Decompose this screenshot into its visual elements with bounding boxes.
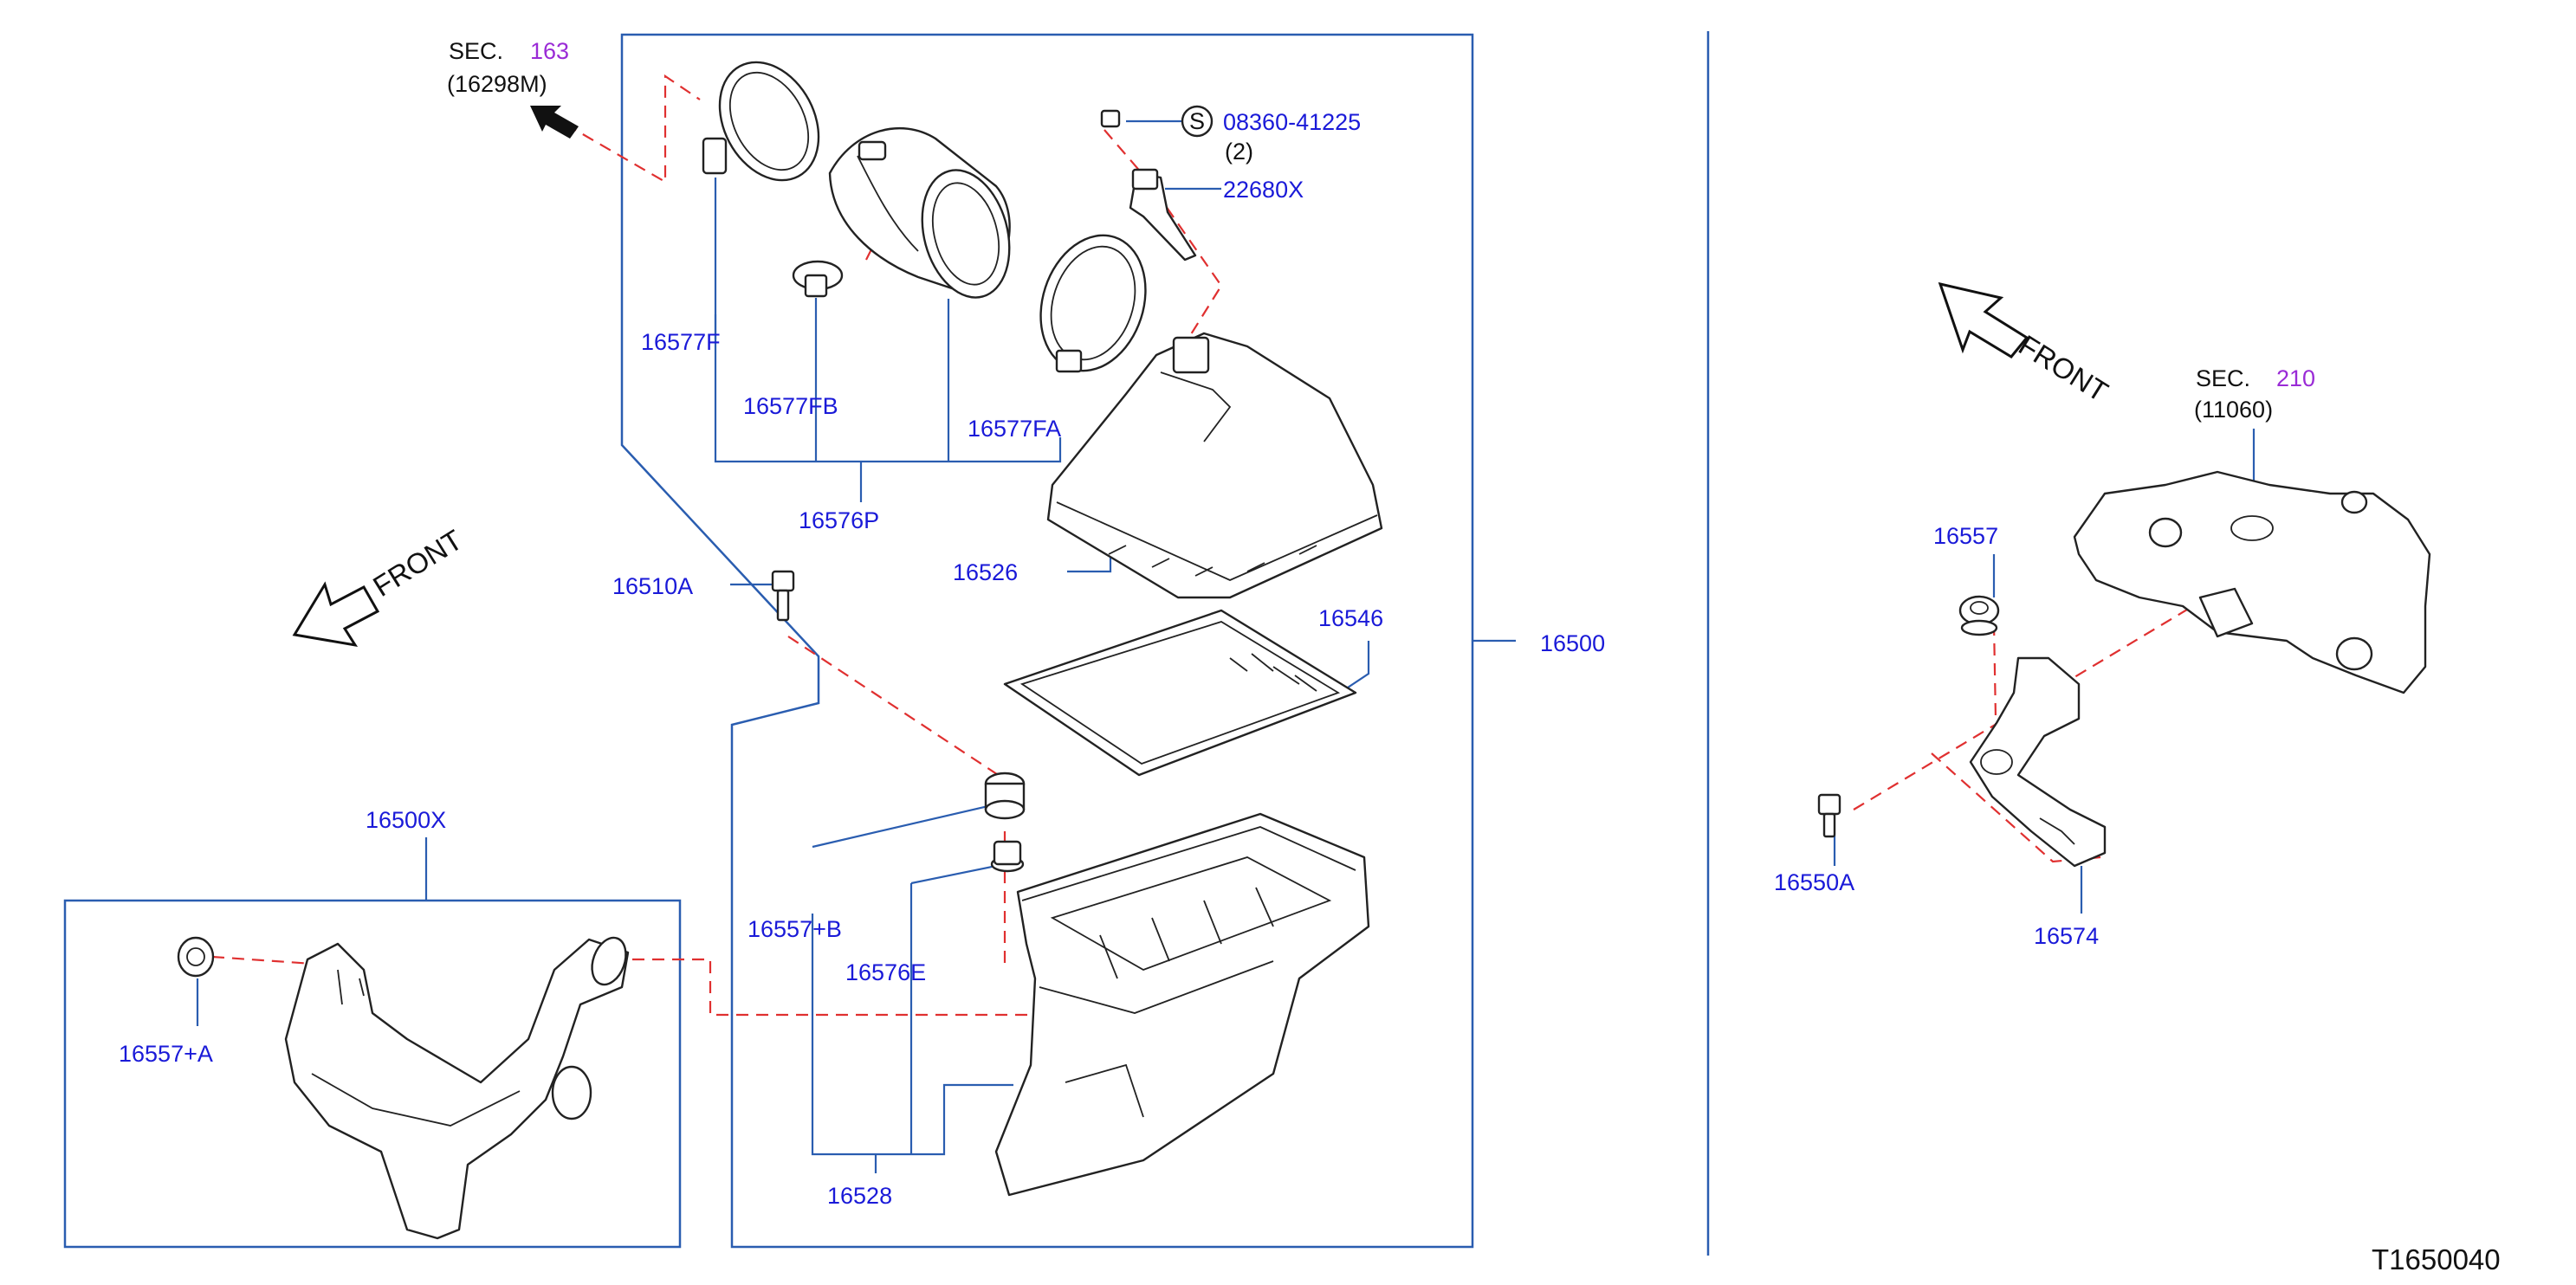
sensor-22680x [1129,168,1197,262]
bolt-symbol: S [1189,108,1205,134]
label-16574: 16574 [2034,923,2099,949]
label-16577fb: 16577FB [743,393,838,419]
label-16500: 16500 [1540,630,1605,656]
diagram-code: T1650040 [2372,1243,2501,1275]
air-cleaner-cover-16526 [1046,332,1383,599]
bolt-08360 [1100,105,1214,138]
label-16500x: 16500X [366,807,446,833]
sec163-prefix: SEC. [449,38,503,64]
solid-arrow-icon [530,106,579,139]
bolt-part-number: 08360-41225 [1223,109,1361,135]
label-16557a: 16557+A [119,1041,213,1067]
clamp-16577f [702,61,820,182]
sec210-prefix: SEC. [2196,365,2250,391]
label-16528: 16528 [827,1183,892,1209]
label-16557b: 16557+B [748,916,842,942]
air-cleaner-body-16528 [994,812,1370,1197]
air-duct-16576p [828,126,1011,299]
air-filter-16546 [1003,609,1357,777]
label-16526: 16526 [953,559,1018,585]
label-16577f: 16577F [641,329,721,355]
bolt-16510a [771,570,795,622]
label-16577fa: 16577FA [968,416,1061,442]
sec163-number: 163 [530,38,569,64]
label-16550a: 16550A [1774,869,1854,895]
front-arrow-icon [292,581,380,648]
collar-16576e [990,840,1025,873]
clamp-16577fa [1039,234,1147,373]
label-16510a: 16510A [612,573,693,599]
front-label-right: FRONT [2013,329,2113,409]
label-22680x: 22680X [1223,177,1304,203]
front-arrow-icon [1938,281,2029,358]
throttle-body-11060 [2073,470,2431,694]
label-16576p: 16576P [799,507,879,533]
grommet-16557b [984,772,1026,820]
clamp-16577fb [792,260,844,298]
sec210-part: (11060) [2194,397,2273,423]
bracket-16574 [1969,656,2107,868]
grommet-16557a [177,936,215,978]
sec163-part: (16298M) [447,71,547,97]
front-label-left: FRONT [367,523,468,603]
label-16546: 16546 [1318,605,1383,631]
sec210-number: 210 [2276,365,2315,391]
bolt-quantity: (2) [1225,139,1253,165]
bolt-16550a [1817,793,1841,838]
label-16576e: 16576E [845,959,926,985]
main-assembly-frame [620,33,1474,1249]
grommet-16557 [1958,595,2000,636]
label-16557: 16557 [1933,523,1998,549]
duct-inset-frame [63,899,682,1249]
inlet-duct-16500x [284,936,630,1240]
